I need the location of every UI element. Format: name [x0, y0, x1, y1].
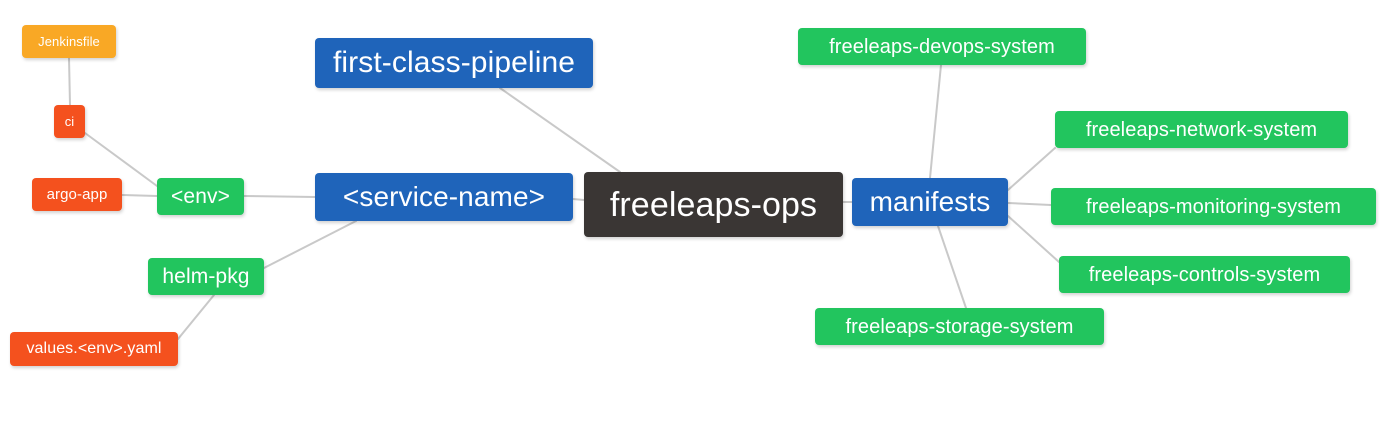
node-freeleaps-controls-system[interactable]: freeleaps-controls-system	[1059, 256, 1350, 293]
node-freeleaps-storage-system[interactable]: freeleaps-storage-system	[815, 308, 1104, 345]
node-manifests[interactable]: manifests	[852, 178, 1008, 226]
node-label-freeleaps-devops-system: freeleaps-devops-system	[829, 35, 1055, 58]
node-label-freeleaps-storage-system: freeleaps-storage-system	[845, 315, 1074, 338]
node-env[interactable]: <env>	[157, 178, 244, 215]
node-helm-pkg[interactable]: helm-pkg	[148, 258, 264, 295]
node-label-argo-app: argo-app	[46, 186, 108, 203]
node-label-jenkinsfile: Jenkinsfile	[38, 34, 100, 49]
node-label-ci: ci	[64, 114, 75, 129]
node-jenkinsfile[interactable]: Jenkinsfile	[22, 25, 116, 58]
node-label-manifests: manifests	[869, 186, 991, 217]
node-label-freeleaps-controls-system: freeleaps-controls-system	[1088, 263, 1321, 286]
node-label-freeleaps-monitoring-system: freeleaps-monitoring-system	[1085, 195, 1341, 218]
node-service-name[interactable]: <service-name>	[315, 173, 573, 221]
node-freeleaps-devops-system[interactable]: freeleaps-devops-system	[798, 28, 1086, 65]
node-ci[interactable]: ci	[54, 105, 85, 138]
node-values-yaml[interactable]: values.<env>.yaml	[10, 332, 178, 366]
node-freeleaps-ops[interactable]: freeleaps-ops	[584, 172, 843, 237]
node-label-env: <env>	[171, 185, 230, 208]
node-freeleaps-network-system[interactable]: freeleaps-network-system	[1055, 111, 1348, 148]
node-label-freeleaps-ops: freeleaps-ops	[609, 185, 818, 224]
node-label-first-class-pipeline: first-class-pipeline	[332, 46, 576, 79]
node-label-helm-pkg: helm-pkg	[162, 265, 250, 288]
node-argo-app[interactable]: argo-app	[32, 178, 122, 211]
node-first-class-pipeline[interactable]: first-class-pipeline	[315, 38, 593, 88]
node-label-freeleaps-network-system: freeleaps-network-system	[1085, 118, 1318, 141]
node-freeleaps-monitoring-system[interactable]: freeleaps-monitoring-system	[1051, 188, 1376, 225]
node-label-values-yaml: values.<env>.yaml	[26, 340, 162, 357]
node-label-service-name: <service-name>	[342, 181, 546, 212]
